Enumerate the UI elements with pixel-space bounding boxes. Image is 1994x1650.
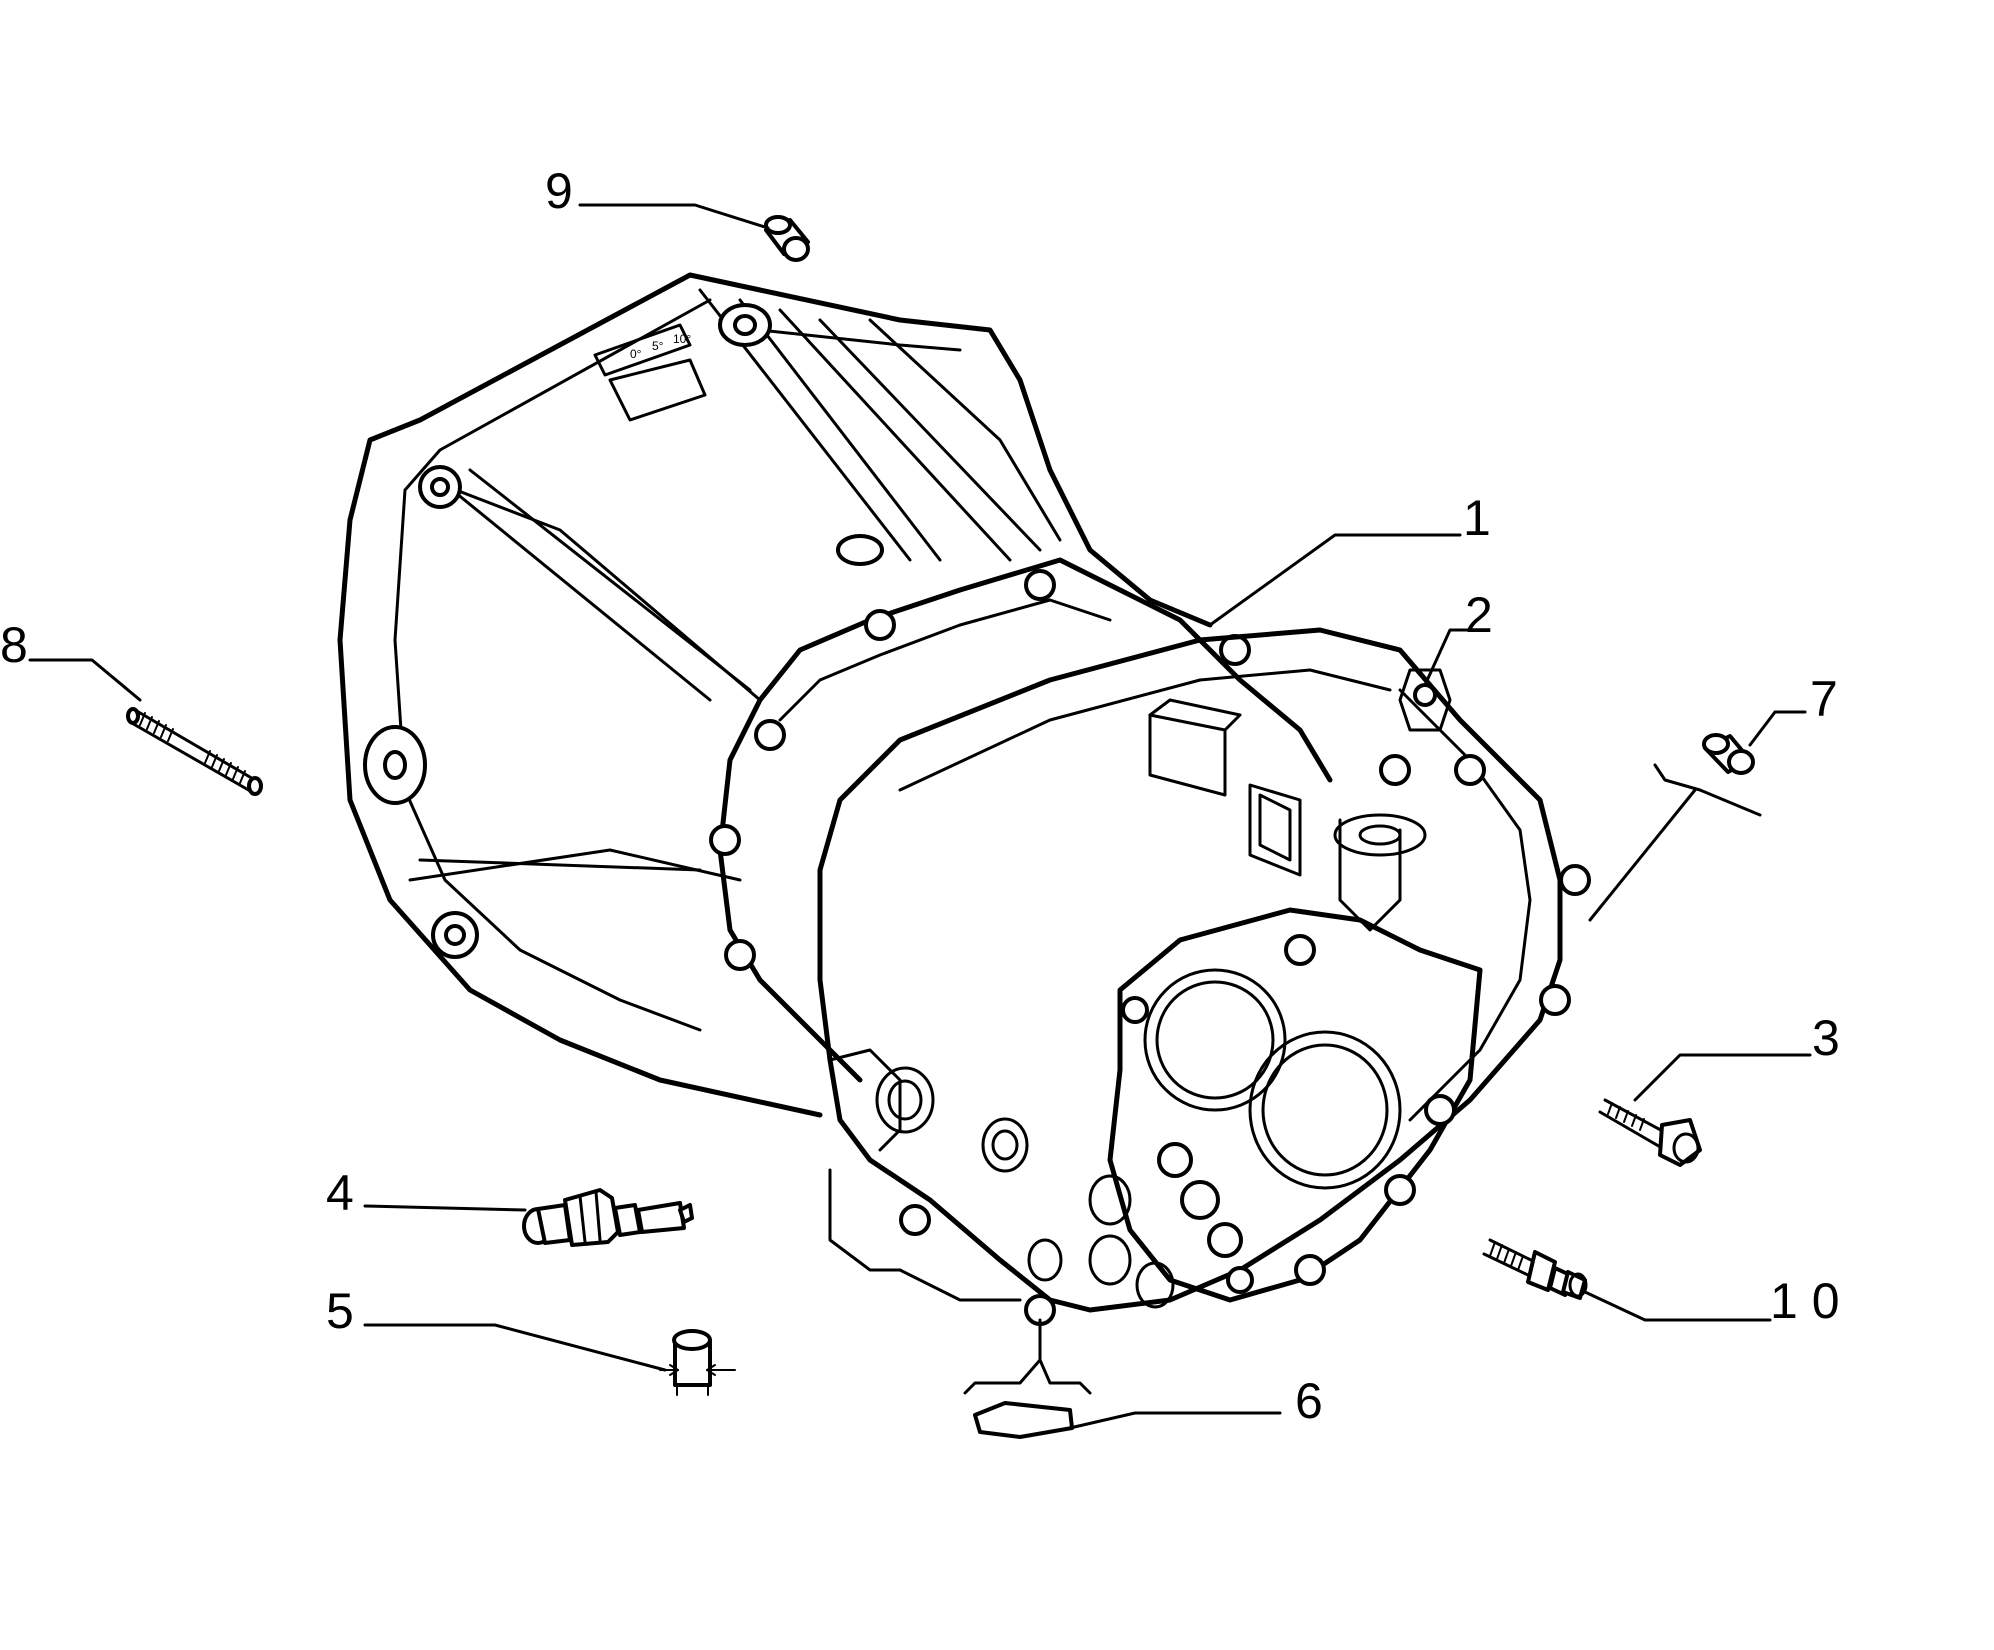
gearbox-housing: 0° 5° 10° [337,272,1591,1342]
callout-label-2: 2 [1465,587,1493,643]
callout-label-1: 1 [1463,490,1491,546]
callout-2: 2 [1423,587,1493,687]
leader-line-2 [1423,628,1472,687]
stud-part [126,707,263,796]
leader-line-6 [1068,1411,1282,1430]
pad-part [963,1328,1092,1439]
callout-label-9: 9 [545,163,573,219]
callout-label-7: 7 [1810,671,1838,727]
dowel-part [764,215,810,262]
leader-line-8 [28,658,142,702]
callout-10: 1 0 [1583,1273,1840,1329]
callout-label-8: 8 [0,617,28,673]
leader-line-1 [1208,533,1462,627]
callout-label-4: 4 [326,1165,354,1221]
leader-line-5 [363,1323,667,1372]
bolt-part [1598,1098,1702,1167]
callout-8: 8 [0,617,142,702]
callout-label-5: 5 [326,1283,354,1339]
leader-line-10 [1583,1290,1772,1322]
leader-line-3 [1633,1053,1812,1102]
callout-6: 6 [1068,1373,1323,1430]
callout-1: 1 [1208,490,1491,627]
callout-9: 9 [545,163,770,230]
bush-part [1588,733,1762,922]
leader-line-4 [363,1204,527,1212]
leader-line-7 [1748,710,1807,747]
timing-mark-0: 0° [630,347,642,361]
timing-mark-10: 10° [673,332,691,346]
callout-4: 4 [326,1165,527,1221]
leader-line-9 [578,203,770,230]
callout-5: 5 [326,1283,667,1372]
threaded-stud-part [1482,1238,1588,1300]
plug-part [659,1329,736,1396]
timing-mark-5: 5° [652,339,664,353]
callout-7: 7 [1748,671,1838,747]
callout-3: 3 [1633,1010,1840,1102]
callout-label-6: 6 [1295,1373,1323,1429]
callout-label-3: 3 [1812,1010,1840,1066]
switch-part [522,1188,694,1247]
callout-label-10: 1 0 [1770,1273,1840,1329]
